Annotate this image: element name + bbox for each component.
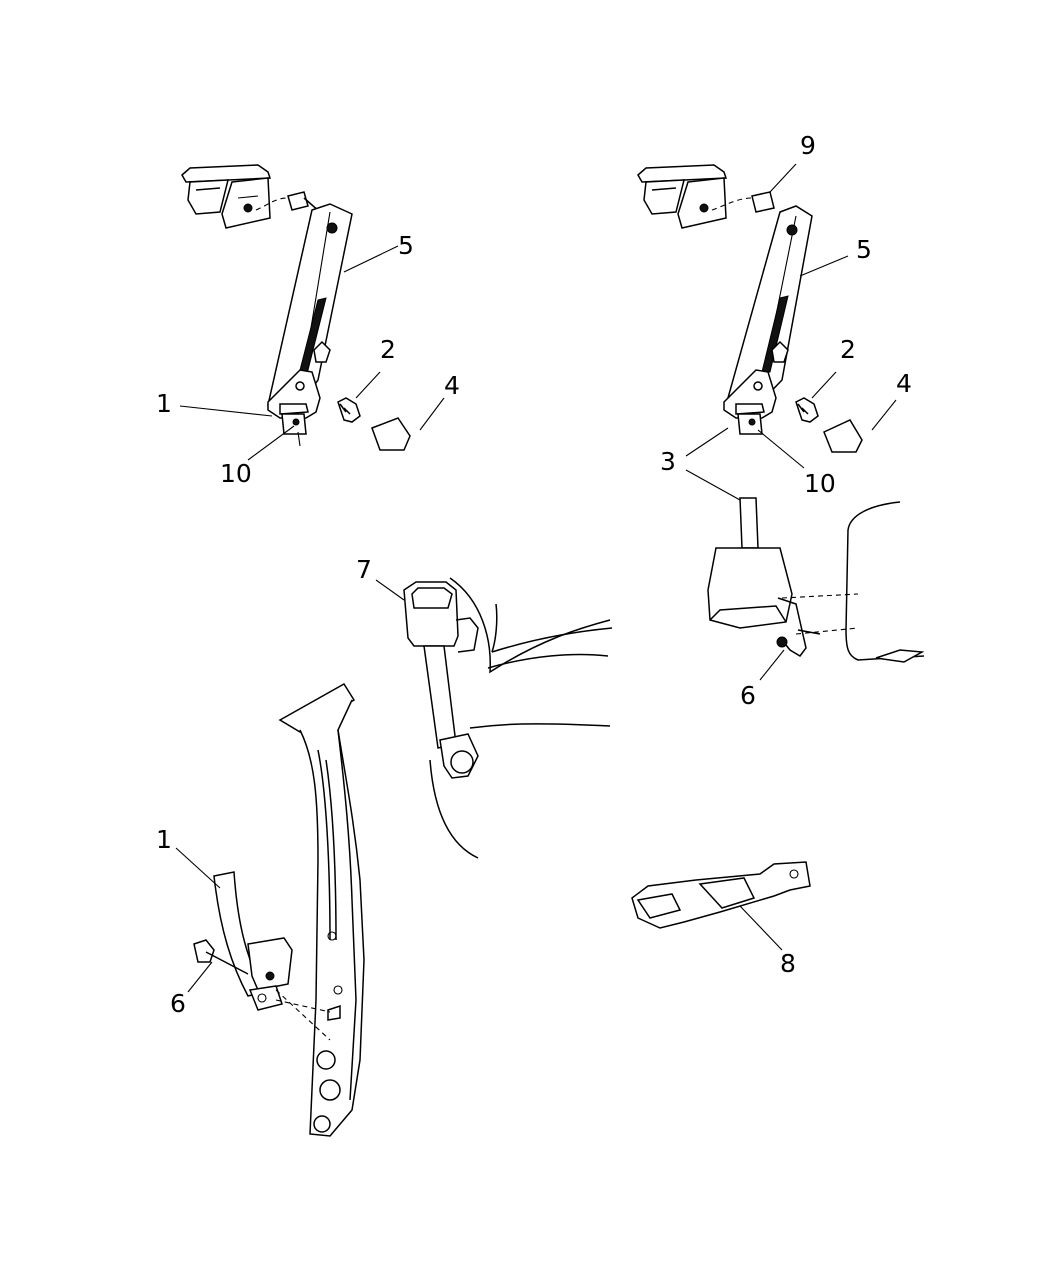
callout-tr-6: 6: [740, 681, 756, 710]
bolt-cover-right: [823, 419, 863, 453]
callout-tr-3: 3: [660, 447, 676, 476]
callout-tr-10: 10: [804, 469, 836, 498]
bolt-left: [337, 397, 361, 423]
callout-tl-4: 4: [444, 371, 460, 400]
upper-mount-bracket-right: [637, 164, 728, 229]
callout-tr-2: 2: [840, 335, 856, 364]
seat-buckle-stalk: [375, 577, 613, 859]
callout-bl-1: 1: [156, 825, 172, 854]
callout-tl-10: 10: [220, 459, 252, 488]
upper-mount-bracket-left: [181, 164, 272, 229]
adjuster-rail-left: [267, 203, 353, 406]
retractor-assembly: [707, 497, 925, 663]
anchor-bolt-right: [711, 191, 775, 213]
buckle-strap-assembly: [631, 861, 811, 951]
d-ring-turning-loop-left: [267, 369, 321, 447]
callout-tr-9: 9: [800, 131, 816, 160]
callout-m-7: 7: [356, 555, 372, 584]
callout-tr-5: 5: [856, 235, 872, 264]
callout-br-8: 8: [780, 949, 796, 978]
callout-tl-5: 5: [398, 231, 414, 260]
bolt-cover-left: [371, 417, 411, 451]
callout-tl-2: 2: [380, 335, 396, 364]
b-pillar-lower-anchor: [175, 682, 365, 1137]
callout-labels: 5 2 4 1 10 9 5 2 4 3 10 6 7 1 6 8: [156, 131, 912, 1018]
bolt-right: [795, 397, 819, 423]
d-ring-turning-loop-right: [723, 369, 777, 435]
callout-tl-1: 1: [156, 389, 172, 418]
height-adjuster-assembly-right: [637, 163, 925, 681]
height-adjuster-assembly-left: [179, 164, 445, 461]
callout-tr-4: 4: [896, 369, 912, 398]
callout-bl-6: 6: [170, 989, 186, 1018]
